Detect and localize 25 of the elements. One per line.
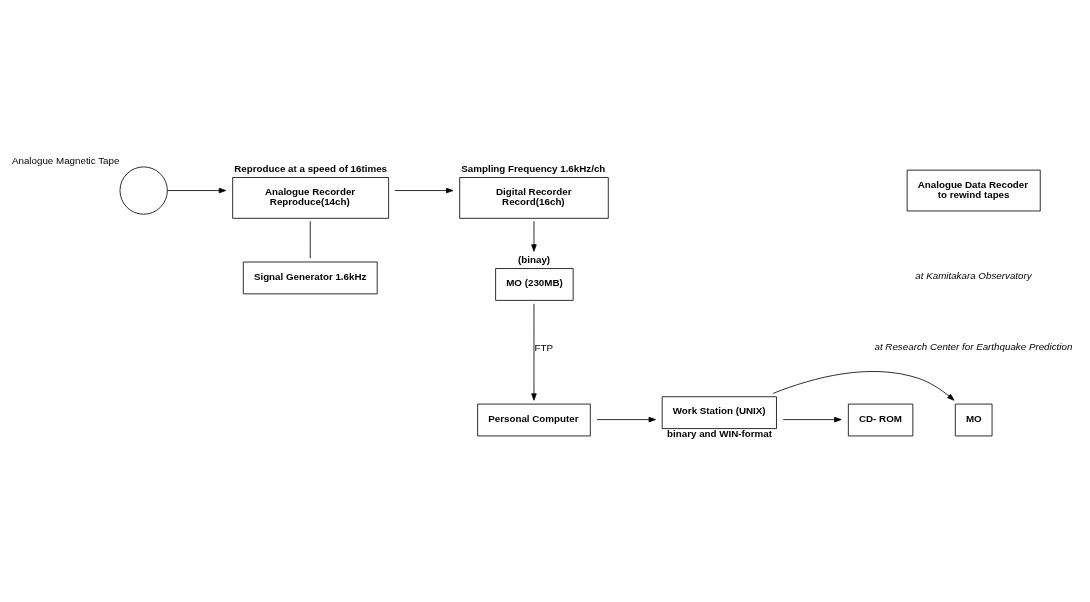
label: at Kamitakara Observatory xyxy=(915,270,1032,282)
arrow xyxy=(596,416,656,423)
edge-label: FTP xyxy=(534,342,554,354)
node-box: MO (230MB) xyxy=(495,268,574,301)
node-box: Analogue Data Recoder to rewind tapes xyxy=(906,169,1041,212)
node-label: Analogue Magnetic Tape xyxy=(11,155,120,167)
node-label: Sampling Frequency 1.6kHz/ch xyxy=(461,163,606,175)
node-box: Analogue Recorder Reproduce(14ch) xyxy=(232,177,390,219)
node-circle xyxy=(119,166,168,215)
node-box: MO xyxy=(954,403,993,437)
node-label: binary and WIN-format xyxy=(667,428,772,440)
node-box: CD- ROM xyxy=(847,403,914,437)
arrow xyxy=(394,187,454,194)
node-box: Work Station (UNIX) xyxy=(661,396,777,429)
node-box: Personal Computer xyxy=(477,403,591,437)
node-label: (binay) xyxy=(518,254,551,266)
arrow xyxy=(531,220,537,252)
label: at Research Center for Earthquake Prediction xyxy=(874,341,1073,353)
arrow xyxy=(167,187,227,194)
arrow xyxy=(772,371,955,401)
node-box: Signal Generator 1.6kHz xyxy=(242,261,378,295)
node-label: Reproduce at a speed of 16times xyxy=(234,163,388,175)
arrow xyxy=(782,416,842,423)
node-box: Digital Recorder Record(16ch) xyxy=(459,177,609,219)
arrow xyxy=(531,303,537,401)
